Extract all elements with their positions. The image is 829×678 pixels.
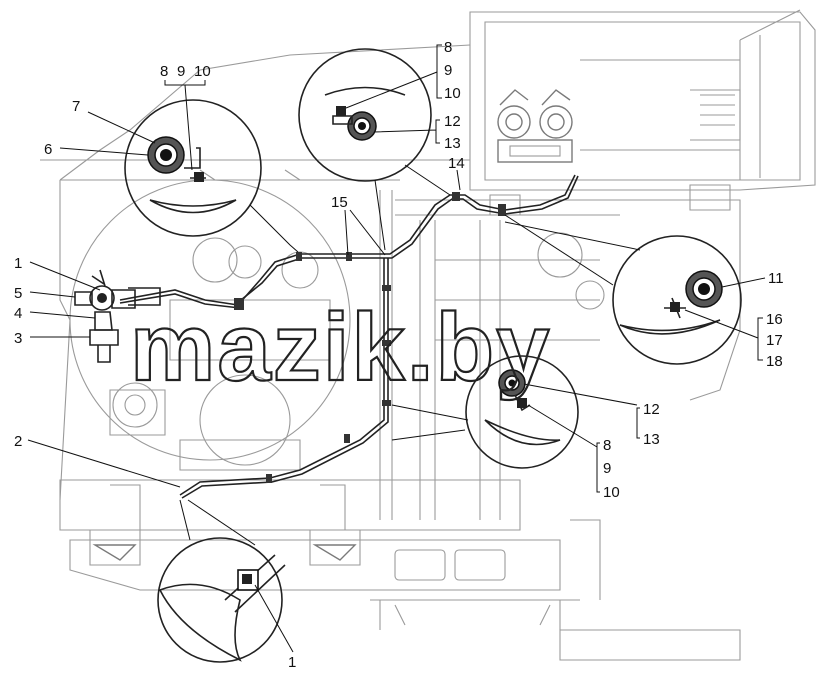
label-17: 17 <box>766 332 783 349</box>
label-7: 7 <box>72 98 80 115</box>
vehicle-background <box>40 9 816 661</box>
callout-labels: 1 5 4 3 2 6 7 8 9 10 8 9 10 12 13 14 15 … <box>14 39 784 671</box>
label-12-b: 12 <box>643 401 660 418</box>
label-5: 5 <box>14 285 22 302</box>
label-9-b: 9 <box>444 62 452 79</box>
label-1-top: 1 <box>14 255 22 272</box>
detail-view-11-16-18 <box>504 214 742 365</box>
watermark: mazik.by <box>130 294 552 401</box>
label-11: 11 <box>768 270 784 287</box>
detail-view-8-13-top <box>298 48 451 251</box>
switch-assembly <box>74 269 161 363</box>
label-15: 15 <box>331 194 348 211</box>
label-12-a: 12 <box>444 113 461 130</box>
detail-view-8-13-mid <box>391 355 579 469</box>
detail-view-1-bottom <box>157 499 286 663</box>
label-10-b: 10 <box>444 85 461 102</box>
label-4: 4 <box>14 305 22 322</box>
label-14: 14 <box>448 155 465 172</box>
label-8-b: 8 <box>444 39 452 56</box>
label-9-c: 9 <box>603 460 611 477</box>
label-8-c: 8 <box>603 437 611 454</box>
label-8-a: 8 <box>160 63 168 80</box>
label-2: 2 <box>14 433 22 450</box>
label-10-c: 10 <box>603 484 620 501</box>
label-13-b: 13 <box>643 431 660 448</box>
wiring-harness <box>119 174 579 499</box>
label-16: 16 <box>766 311 783 328</box>
detail-view-6-7 <box>124 99 299 253</box>
label-10-a: 10 <box>194 63 211 80</box>
label-9-a: 9 <box>177 63 185 80</box>
leader-lines <box>27 44 766 653</box>
label-13-a: 13 <box>444 135 461 152</box>
label-1-bottom: 1 <box>288 654 296 671</box>
label-6: 6 <box>44 141 52 158</box>
label-18: 18 <box>766 353 783 370</box>
label-3: 3 <box>14 330 22 347</box>
